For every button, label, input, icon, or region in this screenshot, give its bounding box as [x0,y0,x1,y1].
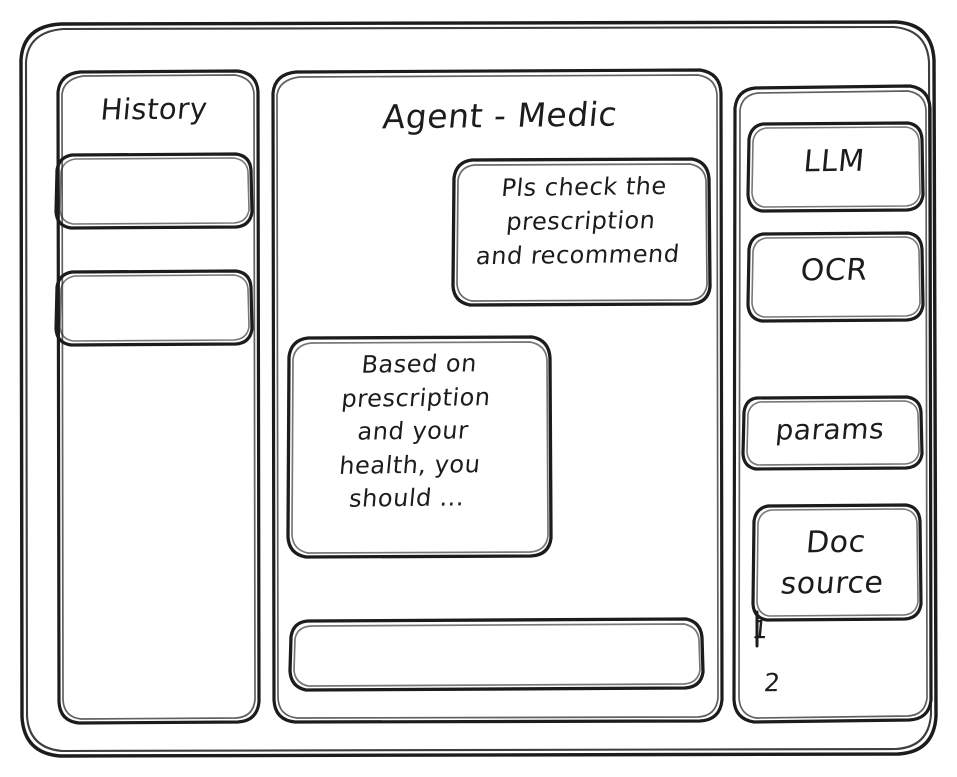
tool-card-params-label: params [774,412,886,447]
assistant-message-text: Based on prescription and your health, y… [338,349,492,514]
doc-source-item-2[interactable]: 2 [762,668,782,698]
history-item-2[interactable] [56,271,252,345]
composer-input[interactable] [290,619,703,690]
tool-card-doc-source-label: Doc source [779,524,886,603]
history-item-1[interactable] [56,154,252,228]
user-message-text: Pls check the prescription and recommend [474,171,681,271]
tool-card-ocr-label: OCR [798,252,870,289]
tool-card-llm-label: LLM [802,143,867,180]
doc-source-item-1[interactable]: 1 [750,615,770,645]
history-panel-title: History [99,91,210,127]
page-title: Agent - Medic [381,94,620,137]
